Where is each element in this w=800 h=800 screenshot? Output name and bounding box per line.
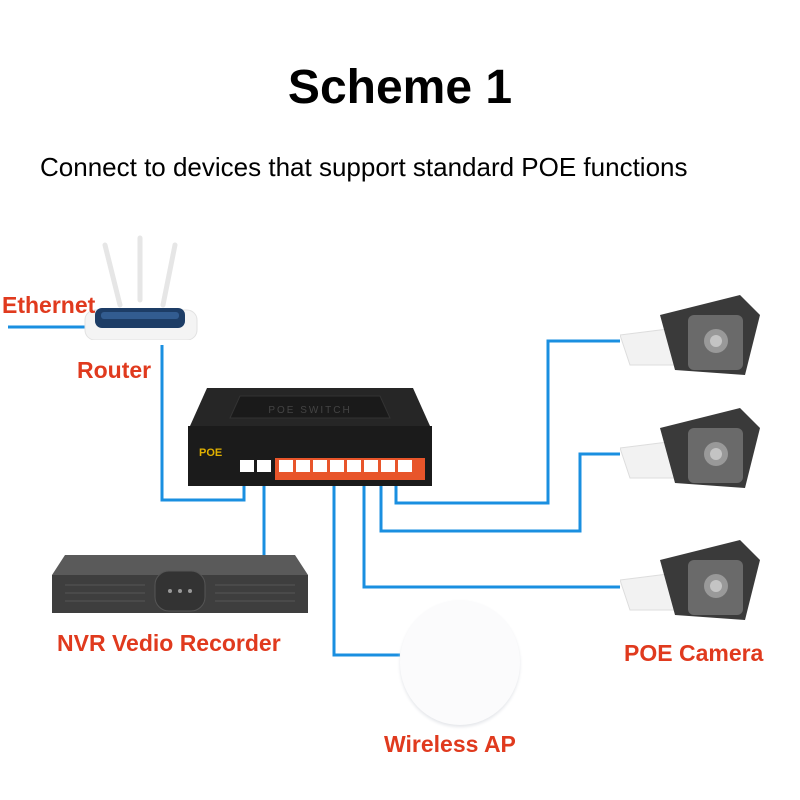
diagram-subtitle: Connect to devices that support standard… bbox=[40, 152, 688, 182]
ethernet-label: Ethernet bbox=[2, 292, 96, 318]
poe-switch: POE SWITCH POE bbox=[188, 388, 432, 486]
cable-camera-2 bbox=[379, 452, 620, 533]
switch-ports bbox=[240, 460, 412, 472]
cable-switch-ap bbox=[332, 480, 400, 657]
cable-camera-1 bbox=[394, 339, 620, 505]
cable-camera-3 bbox=[362, 480, 620, 589]
poe-camera-icon bbox=[620, 408, 760, 488]
poe-camera-label: POE Camera bbox=[624, 640, 764, 666]
router-label: Router bbox=[77, 357, 152, 383]
cable-router-switch bbox=[160, 345, 246, 502]
wireless-ap-icon bbox=[400, 600, 520, 725]
router-icon bbox=[84, 235, 198, 340]
diagram-title: Scheme 1 bbox=[287, 61, 513, 114]
wireless-ap-label: Wireless AP bbox=[384, 731, 516, 757]
nvr-recorder-icon bbox=[52, 555, 308, 613]
nvr-label: NVR Vedio Recorder bbox=[57, 630, 281, 656]
poe-camera-icon bbox=[620, 540, 760, 620]
switch-top-text: POE SWITCH bbox=[268, 405, 351, 416]
switch-poe-badge: POE bbox=[199, 447, 222, 459]
poe-camera-icon bbox=[620, 295, 760, 375]
